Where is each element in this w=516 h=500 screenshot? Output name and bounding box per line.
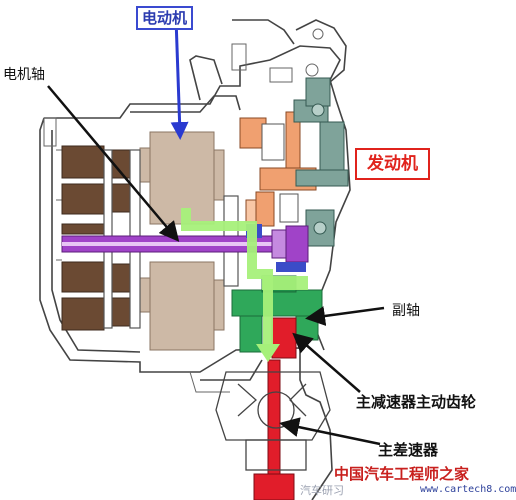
countershaft-pointer-arrow — [305, 306, 385, 326]
housing-detail — [43, 28, 324, 393]
motor-label: 电动机 — [136, 6, 194, 30]
gear-bearing — [276, 262, 306, 272]
motor-shaft — [61, 225, 309, 263]
engine-input-gears — [239, 111, 317, 227]
engine-label: 发动机 — [355, 148, 430, 180]
differential-label: 主差速器 — [378, 441, 439, 459]
final-drive-gear — [253, 317, 297, 500]
final-drive-pointer-arrow — [292, 332, 361, 393]
watermark-site-url: www.cartech8.com — [420, 484, 516, 495]
transmission-diagram — [39, 17, 385, 500]
motor-pointer-arrow — [170, 17, 189, 140]
final-drive-gear-label: 主减速器主动齿轮 — [356, 393, 477, 411]
motor-shaft-label: 电机轴 — [3, 67, 45, 83]
power-flow-path — [181, 208, 308, 362]
engine-input-shaft — [293, 77, 349, 247]
motor-shaft-pointer-arrow — [47, 85, 180, 242]
motor-rotor — [61, 145, 131, 331]
transmission-housing — [39, 19, 351, 500]
differential-pointer-arrow — [279, 417, 381, 446]
diagram-stage: 电动机 电机轴 发动机 副轴 主减速器主动齿轮 主差速器 汽车研习 中国汽车工程… — [3, 6, 516, 500]
countershaft-label: 副轴 — [392, 303, 420, 319]
differential-case — [215, 371, 331, 471]
watermark-account: 汽车研习 — [300, 484, 344, 497]
watermark-site-name: 中国汽车工程师之家 — [334, 465, 470, 483]
